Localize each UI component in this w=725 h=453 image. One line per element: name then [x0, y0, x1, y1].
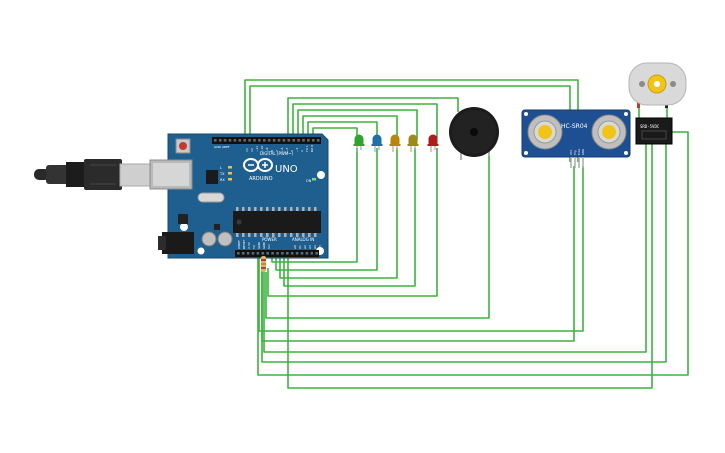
analog-pin-label: A4 — [313, 245, 317, 249]
rx-label: RX — [220, 178, 225, 182]
digital-pin-label: 2 — [300, 150, 304, 152]
wire — [257, 131, 689, 376]
sensor-pin-label: GND — [581, 149, 585, 155]
power-pin-label: GND — [262, 241, 266, 249]
sensor-pin-label: Trig — [573, 150, 577, 155]
wire — [263, 138, 647, 353]
board-brand: ARDUINO — [249, 176, 273, 182]
power-pin-label: RESET — [242, 239, 246, 249]
wire — [287, 138, 653, 389]
power-label: POWER — [262, 237, 277, 242]
sensor-pin-label: VCC — [569, 149, 573, 155]
digital-pin-label: RX 0 — [310, 145, 314, 152]
analog-pin-label: A3 — [308, 245, 312, 249]
wire — [287, 97, 459, 137]
digital-pin-label: 4 — [290, 150, 294, 152]
usb-cable — [34, 159, 151, 190]
analog-pin-label: A5 — [318, 245, 322, 249]
wire — [297, 109, 418, 140]
power-pin-label: 5V — [252, 244, 256, 249]
dc-motor — [628, 62, 687, 108]
relay-module: SRD-5VDC — [635, 117, 673, 145]
wire — [279, 148, 398, 279]
wire — [307, 121, 378, 140]
arduino-uno-board: ARDUINO UNO DIGITAL (PWM~) POWER ANALOG … — [149, 133, 329, 259]
power-pin-label: Vin — [267, 244, 271, 249]
wire — [312, 127, 358, 140]
arduino-logo-icon — [243, 158, 273, 172]
digital-pin-label: 12 — [250, 148, 254, 152]
wire — [292, 103, 438, 138]
digital-pin-label: ~5 — [285, 147, 289, 152]
analog-pin-label: A2 — [303, 245, 307, 249]
digital-pin-label: ~11 — [255, 146, 259, 152]
analog-label: ANALOG IN — [292, 237, 314, 242]
digital-pin-label: TX 1 — [305, 145, 309, 153]
led — [407, 134, 419, 152]
led — [427, 134, 439, 152]
analog-pin-label: A0 — [293, 245, 297, 249]
wire — [283, 148, 416, 287]
led-group — [353, 134, 439, 152]
relay-label: SRD-5VDC — [640, 124, 660, 129]
wire — [275, 148, 378, 271]
digital-pin-label: ~3 — [295, 147, 299, 152]
power-pin-label: IOREF — [237, 240, 241, 249]
aref-label: AREF — [222, 145, 230, 149]
piezo-buzzer — [449, 107, 499, 160]
digital-pin-label: 8 — [270, 150, 274, 152]
digital-pin-label: ~10 — [260, 146, 264, 152]
sensor-pin-label: Echo — [577, 148, 581, 155]
wire — [265, 156, 490, 319]
wires — [244, 79, 689, 389]
gnd-label: GND — [214, 145, 222, 149]
wire — [258, 166, 584, 332]
power-pin-label: 3.3V — [247, 241, 251, 249]
wire — [267, 148, 438, 297]
l-label: L — [220, 166, 222, 170]
led — [389, 134, 401, 152]
analog-pin-label: A1 — [298, 245, 302, 249]
led — [353, 134, 365, 152]
sensor-label: HC-SR04 — [561, 123, 588, 130]
wire — [302, 115, 398, 140]
digital-pin-label: 13 — [245, 148, 249, 152]
board-model: UNO — [275, 164, 298, 175]
digital-pin-label: 7 — [275, 150, 279, 152]
digital-pin-label: ~9 — [265, 147, 269, 152]
resistor — [261, 256, 266, 272]
digital-pin-label: ~6 — [280, 147, 284, 152]
led — [371, 134, 383, 152]
wire — [261, 138, 667, 363]
power-pin-label: GND — [257, 241, 261, 249]
on-label: ON — [306, 179, 312, 183]
tx-label: TX — [219, 172, 225, 176]
digital-label: DIGITAL (PWM~) — [260, 151, 294, 156]
